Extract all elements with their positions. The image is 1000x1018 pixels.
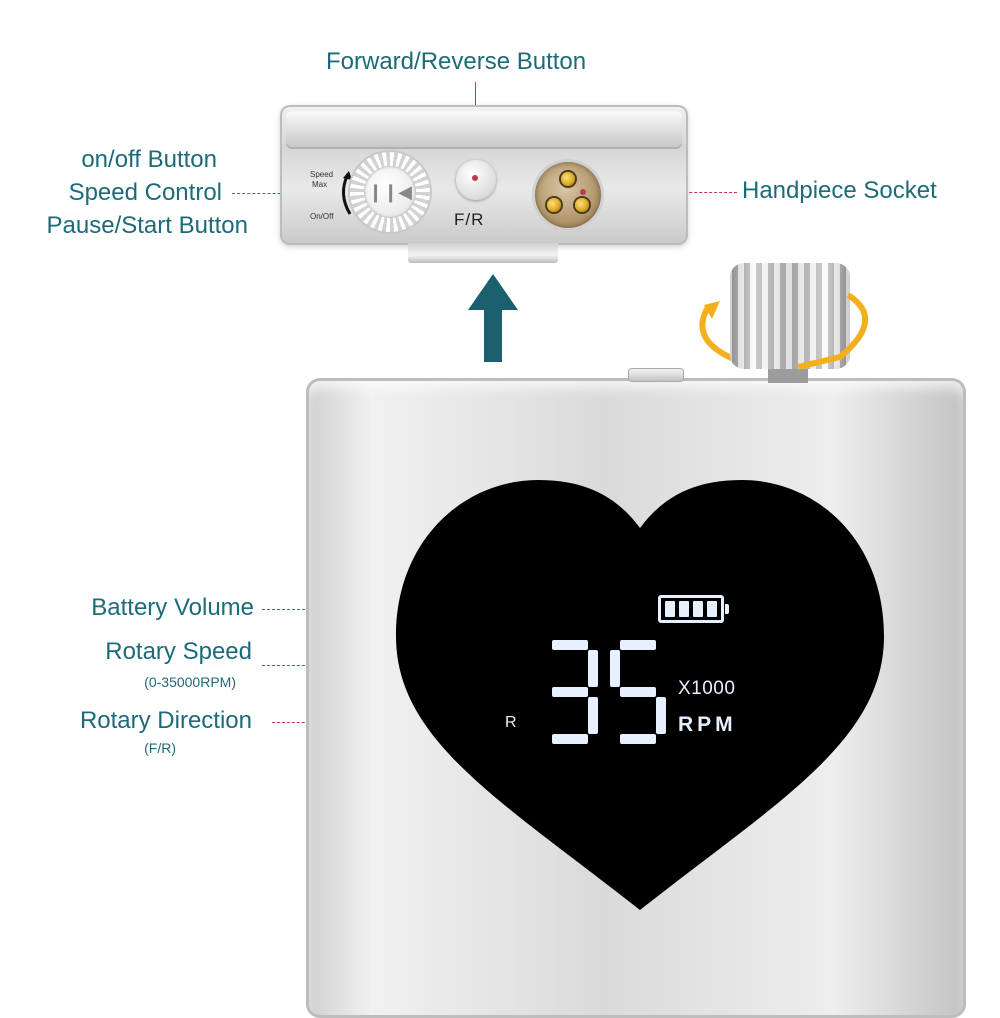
dial-speed-label: Speed [310, 170, 334, 179]
fr-button-label: F/R [454, 210, 485, 229]
seven-segment-bar [552, 687, 588, 697]
pause-start-label: Pause/Start Button [46, 212, 248, 239]
panel-lip [286, 111, 682, 149]
seven-segment-bar [620, 734, 656, 744]
rotary-speed-range-label: (0-35000RPM) [144, 674, 236, 690]
dial-max-label: Max [312, 180, 328, 189]
device-top-button[interactable] [628, 368, 684, 382]
seven-segment-bar [588, 650, 598, 687]
battery-bar [665, 601, 675, 617]
socket-pin [561, 172, 575, 186]
forward-reverse-label: Forward/Reverse Button [326, 48, 587, 75]
socket-pin [575, 198, 589, 212]
rotary-direction-label: Rotary Direction [79, 707, 252, 734]
seven-segment-bar [552, 734, 588, 744]
seven-segment-bar [620, 640, 656, 650]
belt-clip [408, 243, 558, 263]
seven-segment-bar [656, 697, 666, 734]
rotary-direction-sub-label: (F/R) [144, 740, 176, 756]
seven-segment-bar [588, 697, 598, 734]
forward-reverse-dot [472, 175, 478, 181]
speed-unit: RPM [678, 713, 737, 736]
seven-segment-bar [552, 640, 588, 650]
pause-start-icon: ❙❙◀ [364, 166, 416, 218]
handpiece-socket[interactable] [535, 162, 601, 228]
speed-control-dial[interactable]: ❙❙◀ [350, 152, 430, 232]
battery-bar [693, 601, 703, 617]
on-off-label: on/off Button [81, 146, 217, 173]
speed-multiplier: X1000 [678, 678, 736, 699]
battery-volume-label: Battery Volume [91, 594, 254, 621]
rotary-direction-indicator: R [505, 714, 517, 731]
rotary-speed-digits [552, 640, 666, 744]
dial-onoff-label: On/Off [310, 212, 334, 221]
seven-segment-bar [610, 650, 620, 687]
dial-direction-arrow-icon [342, 171, 352, 215]
rotate-arrow-icon [699, 263, 868, 383]
battery-icon [658, 595, 729, 623]
speed-control-label: Speed Control [68, 179, 222, 206]
socket-pin [547, 198, 561, 212]
rotary-speed-label: Rotary Speed [105, 638, 252, 665]
battery-bar [679, 601, 689, 617]
arrow-up-icon [468, 274, 518, 362]
handpiece-socket-dot [580, 189, 586, 195]
seven-segment-bar [620, 687, 656, 697]
handpiece-socket-label: Handpiece Socket [742, 177, 937, 204]
battery-bar [707, 601, 717, 617]
